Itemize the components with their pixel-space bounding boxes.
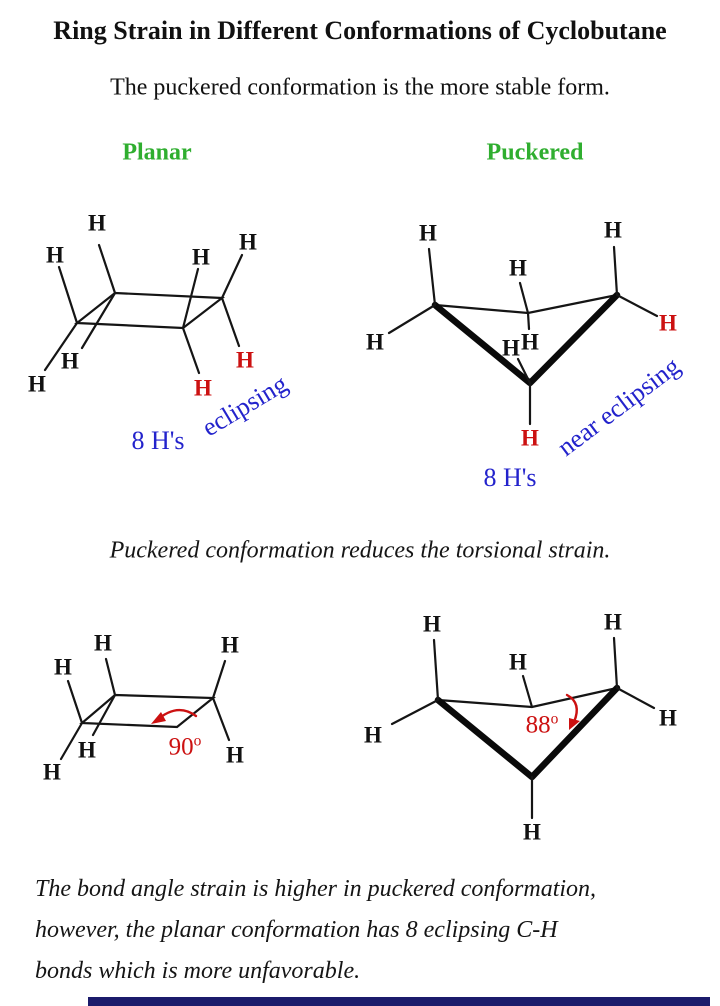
h-atom-label: H (521, 425, 539, 451)
h-atom-label: H (192, 244, 210, 270)
h-atom-label: H (88, 210, 106, 236)
puckered-h-count-label: 8 H's (483, 463, 537, 492)
h-atom-label: H (659, 705, 677, 731)
h-atom-label: H (61, 348, 79, 374)
h-atom-label: H (509, 649, 527, 675)
degree-symbol: o (550, 710, 559, 728)
h-atom-label: H (659, 310, 677, 336)
h-atom-label: H (221, 632, 239, 658)
h-atom-label: H (604, 609, 622, 635)
puckered-bond-angle-value: 88o (526, 710, 559, 739)
page-title: Ring Strain in Different Conformations o… (53, 16, 667, 45)
h-atom-label: H (521, 329, 539, 355)
middle-note: Puckered conformation reduces the torsio… (109, 537, 611, 564)
h-atom-label: H (366, 329, 384, 355)
subtitle: The puckered conformation is the more st… (110, 74, 610, 101)
h-atom-label: H (28, 371, 46, 397)
h-atom-label: H (364, 722, 382, 748)
planar-angle-number: 90 (168, 733, 194, 761)
puckered-angle-number: 88 (525, 711, 551, 739)
h-atom-label: H (423, 611, 441, 637)
h-atom-label: H (419, 220, 437, 246)
planar-angle-bond-drawing (59, 657, 231, 761)
planar-h-count-label: 8 H's (131, 426, 185, 455)
puckered-angle-bond-drawing (390, 636, 656, 820)
h-atom-label: H (502, 335, 520, 361)
puckered-section-label: Puckered (486, 139, 584, 166)
bottom-note-line-2: however, the planar conformation has 8 e… (35, 917, 558, 943)
h-atom-label: H (523, 819, 541, 845)
h-atom-label: H (194, 375, 212, 401)
bottom-note-line-1: The bond angle strain is higher in pucke… (35, 876, 597, 902)
h-atom-label: H (604, 217, 622, 243)
h-atom-label: H (54, 654, 72, 680)
h-atom-label: H (509, 255, 527, 281)
h-atom-label: H (78, 737, 96, 763)
h-atom-label: H (226, 742, 244, 768)
bottom-progress-bar[interactable] (88, 997, 710, 1006)
h-atom-label: H (236, 347, 254, 373)
planar-bond-angle-value: 90o (169, 732, 202, 761)
puckered-angle-structure: H H H H H H (360, 600, 690, 860)
planar-bond-drawing (43, 243, 244, 375)
puckered-bond-drawing (387, 245, 659, 426)
h-atom-label: H (46, 242, 64, 268)
planar-section-label: Planar (122, 139, 192, 166)
h-atom-label: H (239, 229, 257, 255)
h-atom-label: H (43, 759, 61, 785)
degree-symbol: o (193, 732, 202, 750)
h-atom-label: H (94, 630, 112, 656)
bottom-note-line-3: bonds which is more unfavorable. (35, 958, 361, 984)
